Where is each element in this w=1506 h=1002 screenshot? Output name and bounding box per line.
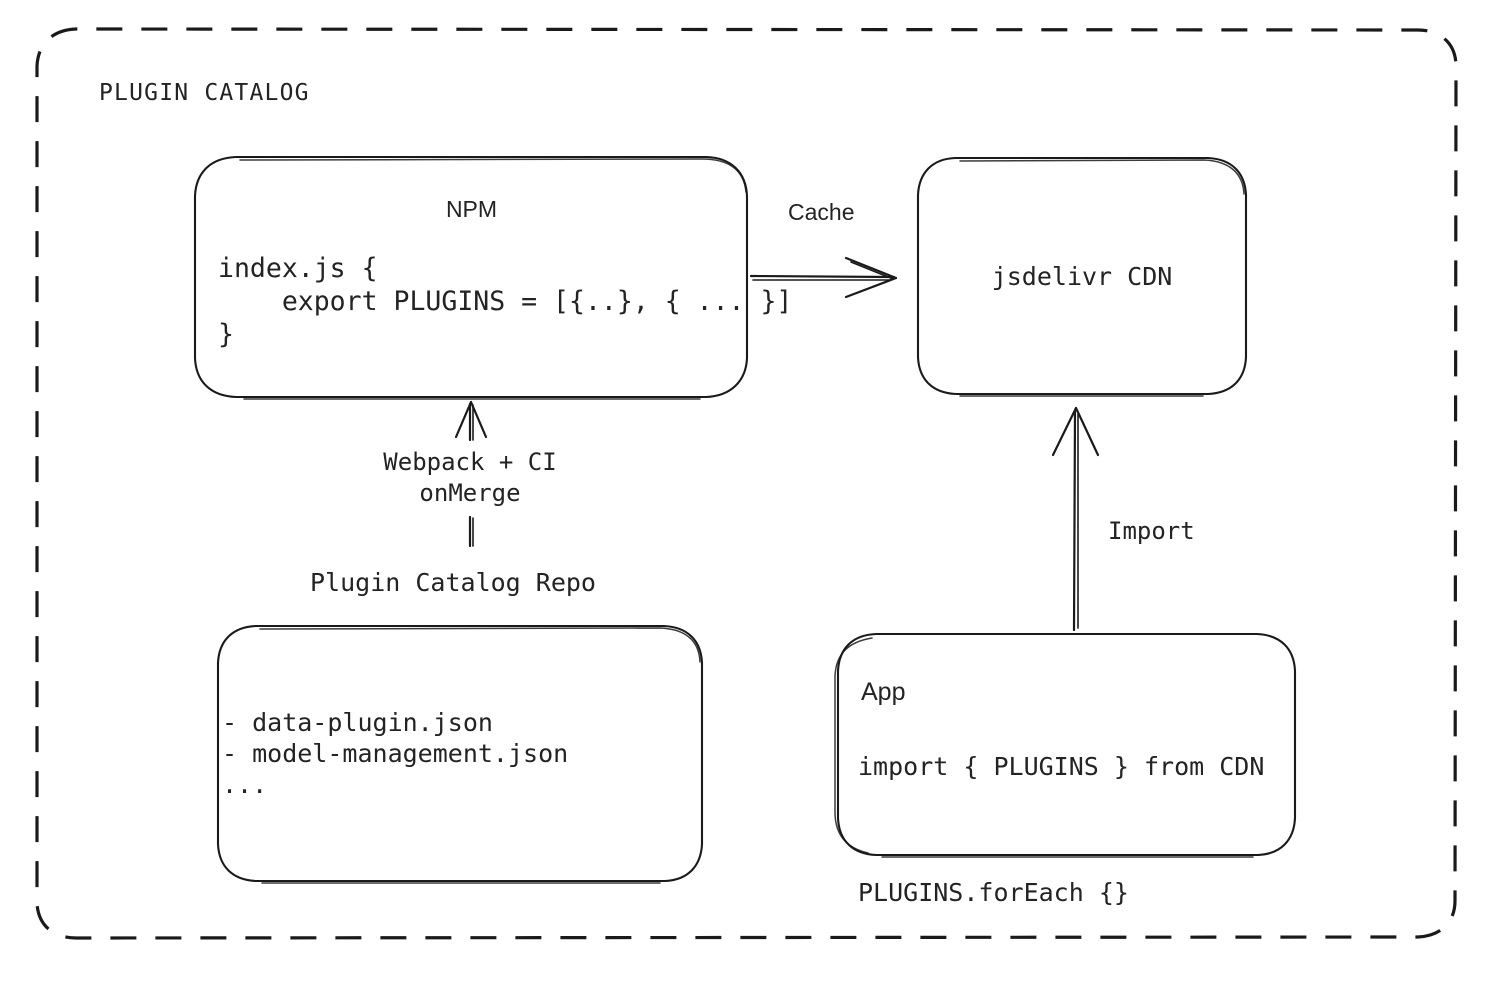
- build-edge-label: Webpack + CI onMerge: [383, 448, 557, 507]
- npm-node-code: index.js { export PLUGINS = [{..}, { ...…: [218, 253, 793, 350]
- cdn-node-title: jsdelivr CDN: [991, 262, 1173, 291]
- repo-node-file-list: - data-plugin.json - model-management.js…: [222, 708, 569, 799]
- npm-node-title: NPM: [445, 196, 498, 222]
- build-arrow: [454, 400, 488, 548]
- app-node-title: App: [861, 678, 906, 706]
- import-edge-label: Import: [1108, 517, 1195, 545]
- cdn-node-shape[interactable]: [916, 156, 1248, 397]
- repo-node-caption: Plugin Catalog Repo: [310, 568, 596, 597]
- npm-node-shape[interactable]: [193, 155, 749, 400]
- app-node-shape[interactable]: [834, 632, 1297, 858]
- cache-arrow: [749, 256, 898, 299]
- repo-node-shape[interactable]: [216, 624, 704, 884]
- import-arrow: [1051, 406, 1100, 632]
- app-node-code: import { PLUGINS } from CDN PLUGINS.forE…: [858, 752, 1265, 907]
- cache-edge-label: Cache: [788, 199, 855, 225]
- group-title-label: PLUGIN CATALOG: [99, 80, 310, 106]
- group-container-border: [35, 27, 1458, 940]
